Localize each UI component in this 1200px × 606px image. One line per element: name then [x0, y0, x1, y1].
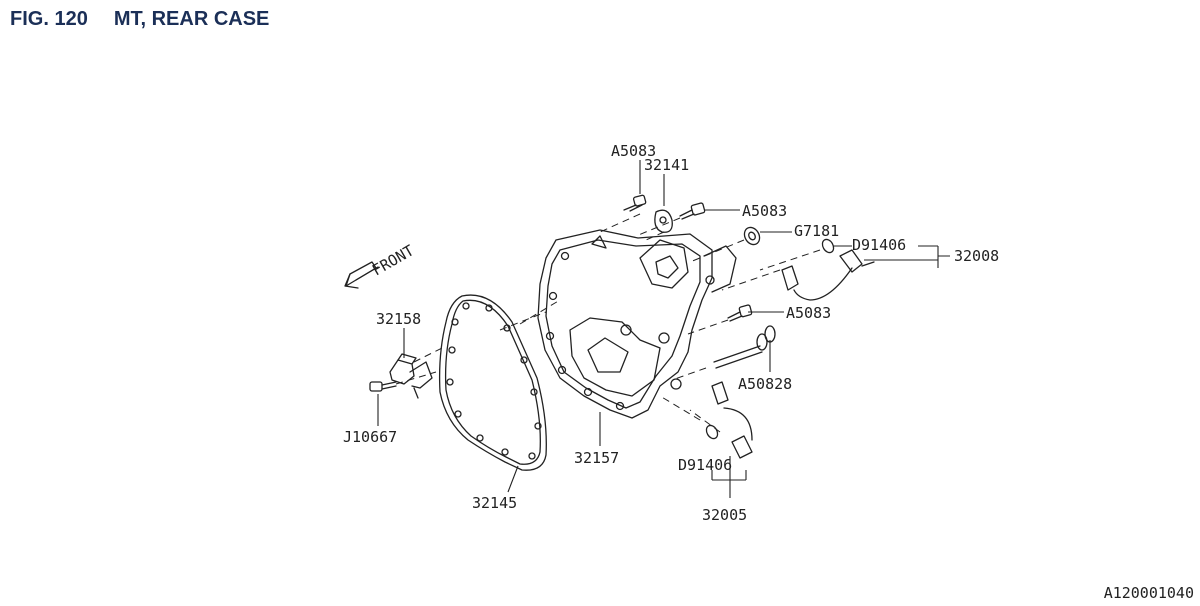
bolt-j10667 — [369, 381, 397, 392]
part-label-a5083-low: A5083 — [786, 304, 831, 322]
stud-a50828 — [713, 325, 776, 369]
gasket-32141 — [654, 209, 673, 233]
bracket-32158 — [389, 353, 433, 399]
part-label-a5083-mid: A5083 — [742, 202, 787, 220]
bolt-a5083-top — [623, 194, 647, 212]
gasket-32145 — [438, 294, 547, 471]
figure-number: FIG. 120 — [10, 7, 88, 30]
washer-g7181 — [743, 226, 761, 246]
part-label-d91406-top: D91406 — [852, 236, 906, 254]
part-label-32008: 32008 — [954, 247, 999, 265]
part-label-32145: 32145 — [472, 494, 517, 512]
part-label-32158: 32158 — [376, 310, 421, 328]
sensor-32005 — [705, 381, 753, 459]
part-label-a5083-top: A5083 — [611, 142, 656, 160]
front-arrow-icon — [344, 261, 379, 289]
part-label-d91406-bot: D91406 — [678, 456, 732, 474]
part-label-j10667: J10667 — [343, 428, 397, 446]
rear-case-32157 — [537, 229, 737, 419]
part-label-a50828: A50828 — [738, 375, 792, 393]
bolt-a5083-low — [727, 304, 753, 322]
figure-header: FIG. 120 MT, REAR CASE — [10, 6, 269, 32]
figure-title: MT, REAR CASE — [113, 7, 270, 30]
part-label-g7181: G7181 — [794, 222, 839, 240]
front-label: FRONT — [369, 241, 417, 279]
figure-reference-id: A120001040 — [1103, 584, 1194, 602]
part-label-32141: 32141 — [644, 156, 689, 174]
sensor-32008 — [781, 238, 875, 301]
part-label-32157: 32157 — [574, 449, 619, 467]
bolt-a5083-mid — [679, 202, 706, 220]
part-label-32005: 32005 — [702, 506, 747, 524]
